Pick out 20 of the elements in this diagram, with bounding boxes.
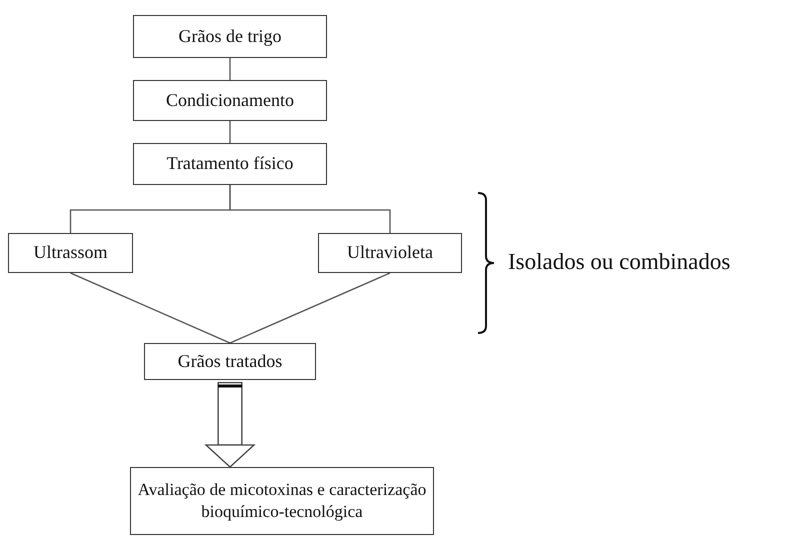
process-box [318,233,462,273]
box-label: Condicionamento [166,88,294,112]
box-label: Avaliação de micotoxinas e caracterização bioquímico-tecnológica [137,478,427,523]
box-label: Grãos de trigo [178,24,282,48]
process-box [133,143,327,185]
connector-line [230,272,390,344]
connector-line [229,185,391,233]
process-box [133,80,327,121]
process-box [130,467,434,535]
box-label: Grãos tratados [178,350,282,373]
box-label: Ultrassom [34,241,108,264]
box-label: Ultravioleta [347,241,433,264]
process-box [8,233,133,273]
process-box [144,343,316,380]
process-box [133,15,327,58]
connector-line [229,121,231,143]
box-label: Tratamento físico [166,152,294,176]
bracket-note: Isolados ou combinados [508,249,730,275]
connector-line [229,58,231,80]
connector-line [70,272,230,344]
